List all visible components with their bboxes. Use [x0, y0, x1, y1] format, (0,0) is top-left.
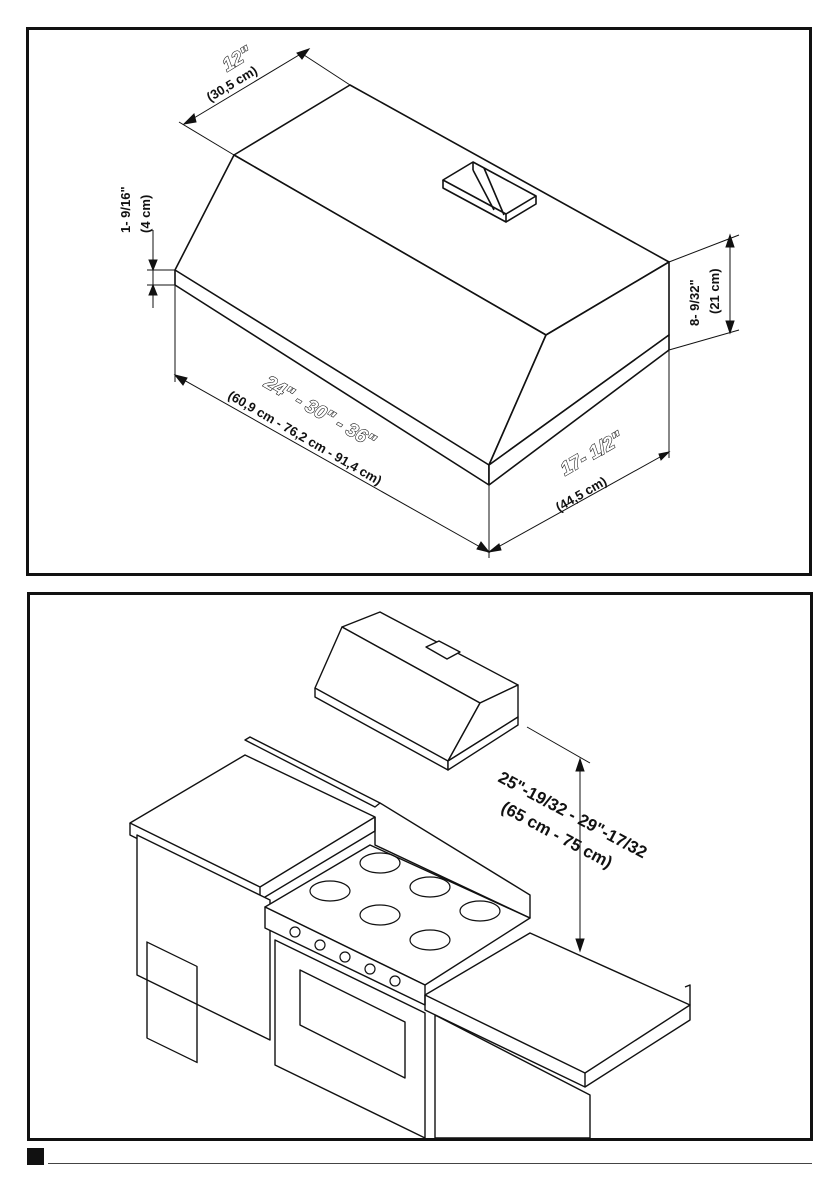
hood-dimensions-panel: 12" (30,5 cm) 1- 9/16" (4 cm) 24" - 30" …: [26, 27, 812, 576]
installation-clearance-diagram: 25"-19/32 - 29"-17/32 (65 cm - 75 cm): [30, 595, 810, 1138]
front-lip-label: 1- 9/16": [118, 186, 133, 233]
depth-bottom-label: 17- 1/2": [557, 428, 627, 481]
height-label: 8- 9/32": [687, 279, 702, 326]
hood-dimensions-diagram: 12" (30,5 cm) 1- 9/16" (4 cm) 24" - 30" …: [29, 30, 809, 573]
depth-bottom-metric-label: (44,5 cm): [553, 473, 609, 514]
height-metric-label: (21 cm): [707, 268, 722, 314]
range-hood-drawing: [315, 612, 518, 770]
footer-marker: [27, 1148, 44, 1165]
right-counter-drawing: [425, 933, 690, 1138]
installation-clearance-panel: 25"-19/32 - 29"-17/32 (65 cm - 75 cm): [27, 592, 813, 1141]
front-lip-metric-label: (4 cm): [138, 195, 153, 233]
footer-rule: [48, 1163, 812, 1164]
